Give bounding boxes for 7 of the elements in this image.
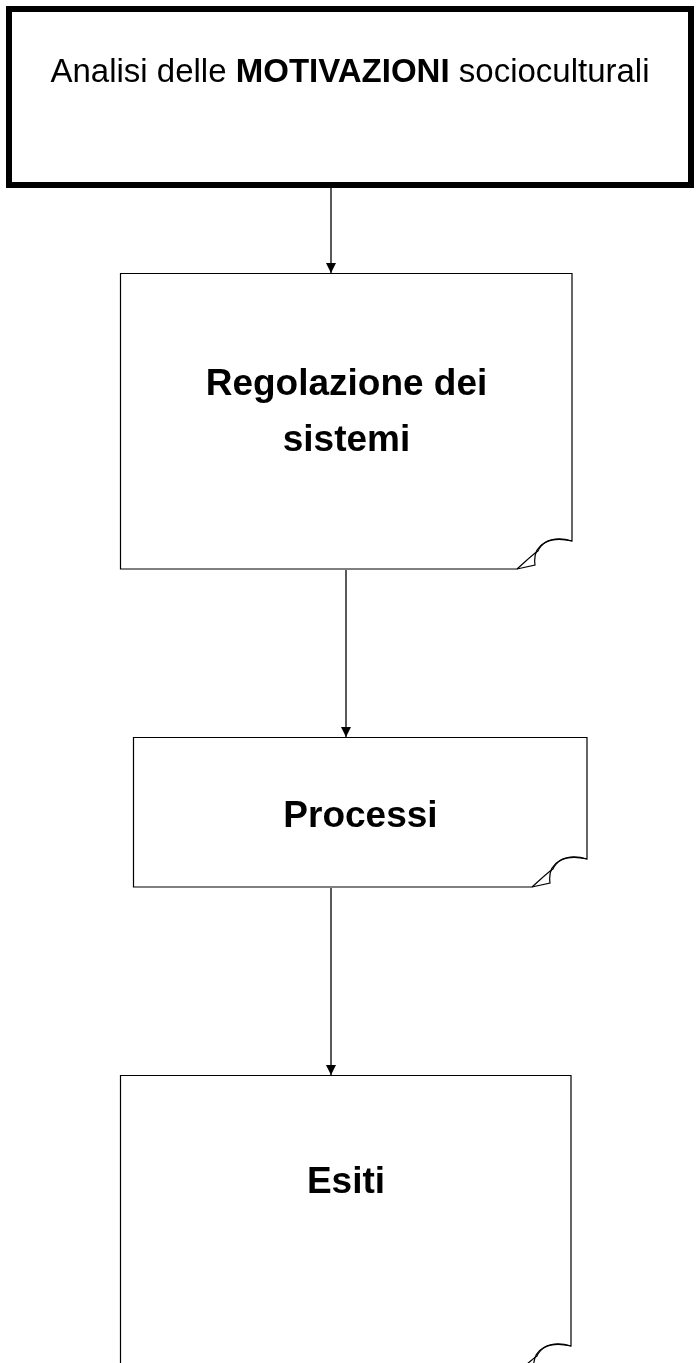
arrow xyxy=(326,187,336,274)
box-label: Processi xyxy=(282,793,439,837)
arrow xyxy=(341,569,351,738)
box-label: Regolazione dei sistemi xyxy=(204,361,489,461)
title-text: Analisi delle MOTIVAZIONI socioculturali xyxy=(49,51,651,91)
box-label: Esiti xyxy=(305,1159,387,1203)
arrow xyxy=(326,887,336,1076)
